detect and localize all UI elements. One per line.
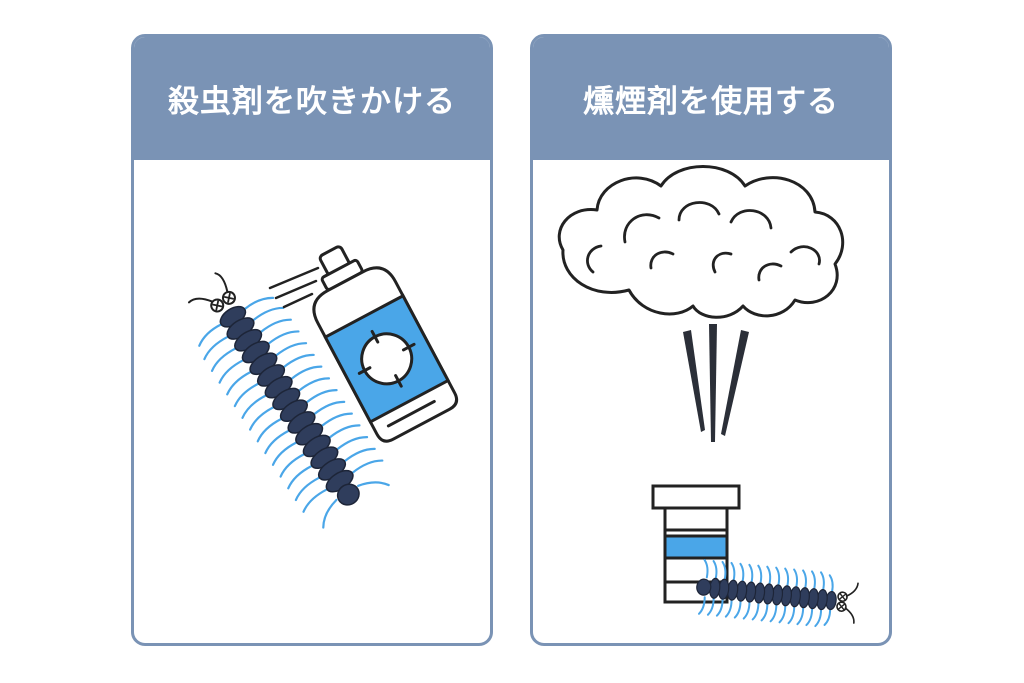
spray-illustration — [187, 245, 459, 529]
panel-title: 燻煙剤を使用する — [583, 84, 839, 120]
smoke-stream-icon — [683, 324, 749, 442]
panel-header: 燻煙剤を使用する — [533, 37, 889, 160]
centipede-icon — [696, 559, 859, 628]
smoke-cloud-icon — [557, 165, 845, 319]
panel-title: 殺虫剤を吹きかける — [168, 84, 456, 120]
spray-can-icon — [312, 245, 459, 443]
panel-header: 殺虫剤を吹きかける — [134, 37, 490, 160]
spray-lines-icon — [268, 266, 320, 309]
panel-spray: 殺虫剤を吹きかける — [131, 34, 493, 646]
panel-fumigator: 燻煙剤を使用する — [530, 34, 892, 646]
panel-body — [533, 160, 889, 643]
fumigator-illustration — [557, 165, 859, 628]
fumigator-can-icon — [651, 484, 741, 604]
panel-body — [134, 160, 490, 643]
centipede-icon — [187, 272, 390, 529]
